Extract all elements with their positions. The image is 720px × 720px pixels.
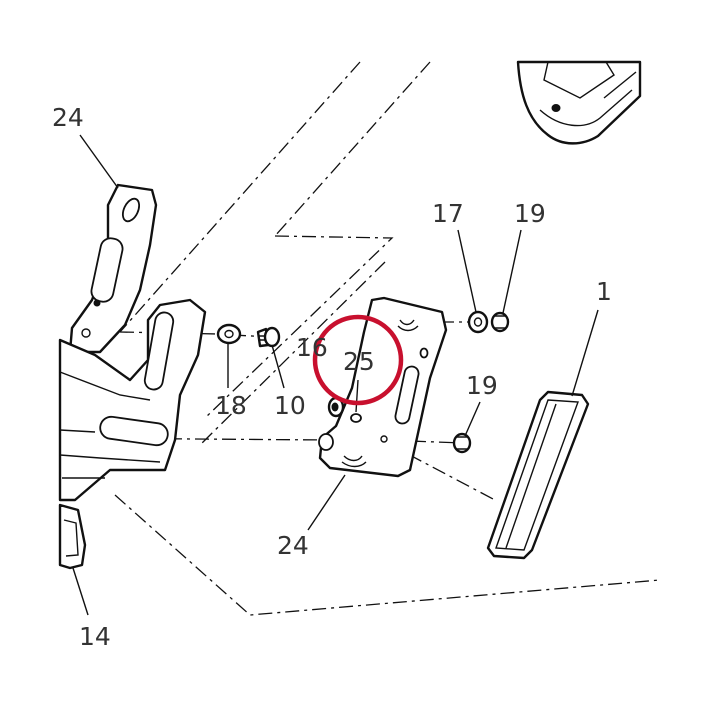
callout-17: 17 bbox=[432, 199, 464, 228]
callout-1: 1 bbox=[596, 277, 612, 306]
callout-19-top: 19 bbox=[514, 199, 546, 228]
assembly-line bbox=[274, 61, 431, 237]
washer-17 bbox=[467, 310, 489, 334]
assembly-line bbox=[114, 494, 661, 616]
assembly-line bbox=[59, 437, 331, 441]
leader-lines bbox=[72, 134, 599, 616]
callout-16: 16 bbox=[296, 333, 328, 362]
callout-24-bottom: 24 bbox=[277, 531, 309, 560]
assembly-line bbox=[119, 61, 361, 333]
assembly-line bbox=[204, 235, 394, 419]
nut-19-bottom bbox=[452, 432, 472, 454]
callout-14: 14 bbox=[79, 622, 111, 651]
callout-18: 18 bbox=[215, 391, 247, 420]
screw-10 bbox=[256, 326, 281, 348]
assembly-line bbox=[199, 261, 386, 446]
washer-18 bbox=[216, 323, 242, 345]
assembly-lines bbox=[59, 61, 661, 616]
highlight-circle bbox=[312, 314, 404, 406]
callout-19-bottom: 19 bbox=[466, 371, 498, 400]
cover-fragment bbox=[516, 60, 642, 145]
nut-19-top bbox=[490, 311, 510, 333]
right-bracket-plate bbox=[318, 296, 448, 478]
callout-24-top: 24 bbox=[52, 103, 84, 132]
callout-25: 25 bbox=[343, 347, 375, 376]
callout-10: 10 bbox=[274, 391, 306, 420]
left-bracket-assembly bbox=[58, 183, 207, 570]
pad-1 bbox=[486, 390, 590, 560]
